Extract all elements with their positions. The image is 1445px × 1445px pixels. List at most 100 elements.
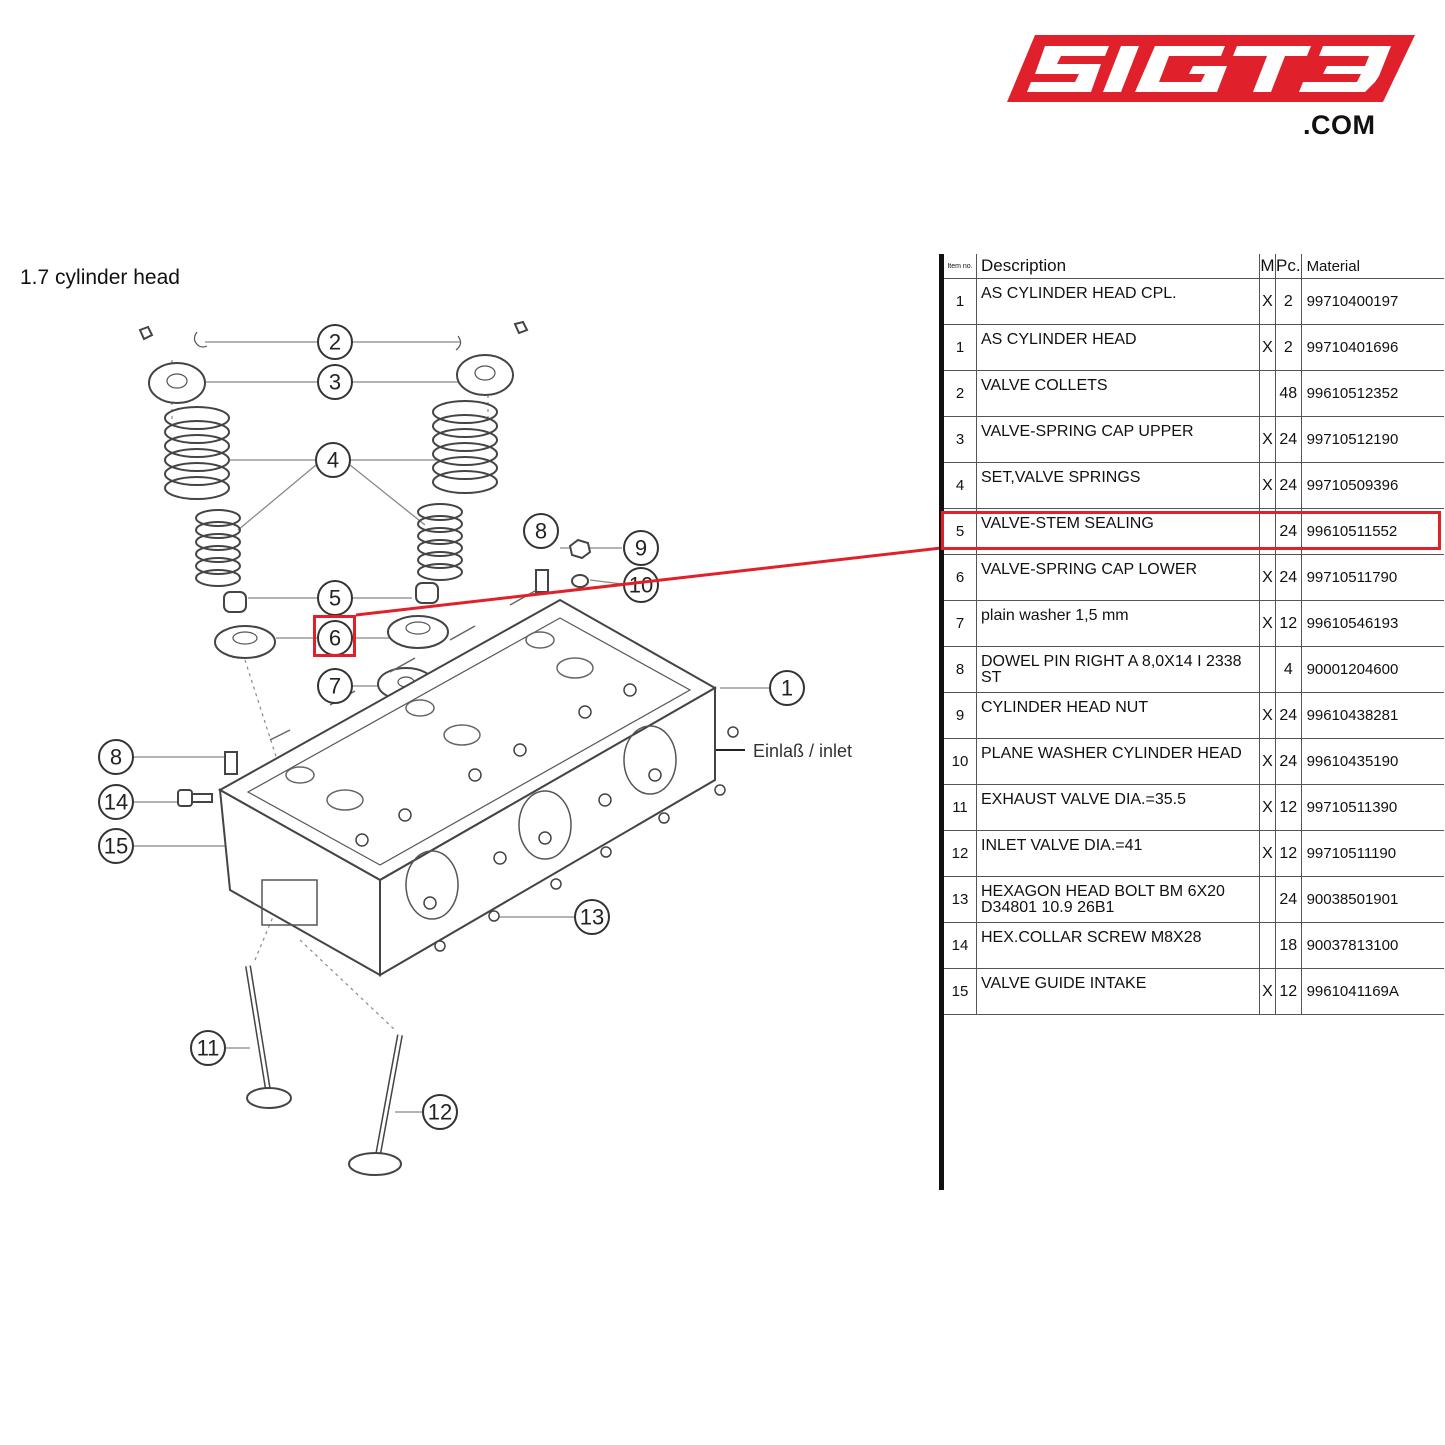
item-no-cell: 3 [944, 416, 977, 463]
exploded-parts-diagram: 1 2 3 4 5 6 7 8 8 9 10 11 12 13 14 15 Ei… [98, 320, 852, 1176]
inlet-label: Einlaß / inlet [753, 741, 852, 761]
item-no-cell: 2 [944, 370, 977, 417]
callout-4: 4 [315, 442, 351, 478]
pc-cell: 24 [1275, 692, 1302, 739]
m-cell [1259, 508, 1276, 555]
description-cell: plain washer 1,5 mm [976, 600, 1260, 647]
description-cell: AS CYLINDER HEAD CPL. [976, 278, 1260, 325]
m-cell: X [1259, 968, 1276, 1015]
callout-label: 13 [580, 905, 604, 930]
callout-2: 2 [317, 324, 353, 360]
material-cell: 99610512352 [1301, 370, 1444, 417]
collar-screw [177, 789, 213, 807]
description-cell: VALVE COLLETS [976, 370, 1260, 417]
callout-3: 3 [317, 364, 353, 400]
header-item-no: Item no. [944, 254, 977, 279]
header-material: Material [1301, 254, 1444, 279]
material-cell: 99710401696 [1301, 324, 1444, 371]
m-cell: X [1259, 600, 1276, 647]
m-cell [1259, 876, 1276, 923]
valve-spring-caps-upper [148, 354, 514, 404]
page-title: 1.7 cylinder head [20, 266, 180, 289]
header-pc: Pc. [1275, 254, 1302, 279]
callout-8-top: 8 [523, 513, 559, 549]
logo-suffix: .COM [1303, 110, 1376, 140]
callout-8-left: 8 [98, 739, 134, 775]
item-no-cell: 4 [944, 462, 977, 509]
callout-label: 3 [329, 370, 341, 395]
callout-15: 15 [98, 828, 134, 864]
pc-cell: 4 [1275, 646, 1302, 693]
material-cell: 99610546193 [1301, 600, 1444, 647]
callout-label: 15 [104, 834, 128, 859]
callout-10: 10 [623, 567, 659, 603]
dowel-pin-left [224, 751, 238, 775]
plane-washer [571, 574, 589, 588]
description-cell: VALVE-SPRING CAP UPPER [976, 416, 1260, 463]
m-cell: X [1259, 830, 1276, 877]
material-cell: 99710511390 [1301, 784, 1444, 831]
callout-11: 11 [190, 1030, 226, 1066]
dowel-pin-top [535, 569, 549, 593]
material-cell: 99710509396 [1301, 462, 1444, 509]
pc-cell: 2 [1275, 324, 1302, 371]
callout-label: 11 [197, 1036, 220, 1061]
m-cell: X [1259, 278, 1276, 325]
callout-12: 12 [422, 1094, 458, 1130]
callout-label: 7 [329, 674, 341, 699]
pc-cell: 12 [1275, 830, 1302, 877]
m-cell: X [1259, 784, 1276, 831]
valve-collets [138, 320, 529, 351]
pc-cell: 12 [1275, 784, 1302, 831]
description-cell: DOWEL PIN RIGHT A 8,0X14 I 2338 ST [976, 646, 1260, 693]
callout-label: 10 [629, 573, 653, 598]
callout-6: 6 [317, 620, 353, 656]
material-cell: 9961041169A [1301, 968, 1444, 1015]
material-cell: 90038501901 [1301, 876, 1444, 923]
material-cell: 90001204600 [1301, 646, 1444, 693]
callout-5: 5 [317, 580, 353, 616]
cylinder-head-nut [568, 538, 592, 560]
item-no-cell: 1 [944, 278, 977, 325]
m-cell [1259, 646, 1276, 693]
item-no-cell: 7 [944, 600, 977, 647]
callout-label: 12 [428, 1100, 452, 1125]
valve-spring-caps-lower [214, 615, 449, 659]
callout-label: 8 [535, 519, 547, 544]
pc-cell: 2 [1275, 278, 1302, 325]
inlet-valve [348, 1034, 403, 1176]
callout-label: 6 [329, 626, 341, 651]
table-header-row: Item no. Description M Pc. Material [944, 254, 1444, 279]
description-cell: VALVE-SPRING CAP LOWER [976, 554, 1260, 601]
item-no-cell: 15 [944, 968, 977, 1015]
callout-label: 8 [110, 745, 122, 770]
callout-label: 9 [635, 536, 647, 561]
m-cell [1259, 370, 1276, 417]
pc-cell: 24 [1275, 876, 1302, 923]
callout-13: 13 [574, 899, 610, 935]
material-cell: 99710400197 [1301, 278, 1444, 325]
item-no-cell: 12 [944, 830, 977, 877]
pc-cell: 12 [1275, 968, 1302, 1015]
description-cell: INLET VALVE DIA.=41 [976, 830, 1260, 877]
m-cell: X [1259, 416, 1276, 463]
pc-cell: 18 [1275, 922, 1302, 969]
item-no-cell: 11 [944, 784, 977, 831]
m-cell [1259, 922, 1276, 969]
row-6-highlight [941, 511, 1441, 550]
callout-label: 2 [329, 330, 341, 355]
description-cell: AS CYLINDER HEAD [976, 324, 1260, 371]
item-no-cell: 6 [944, 554, 977, 601]
